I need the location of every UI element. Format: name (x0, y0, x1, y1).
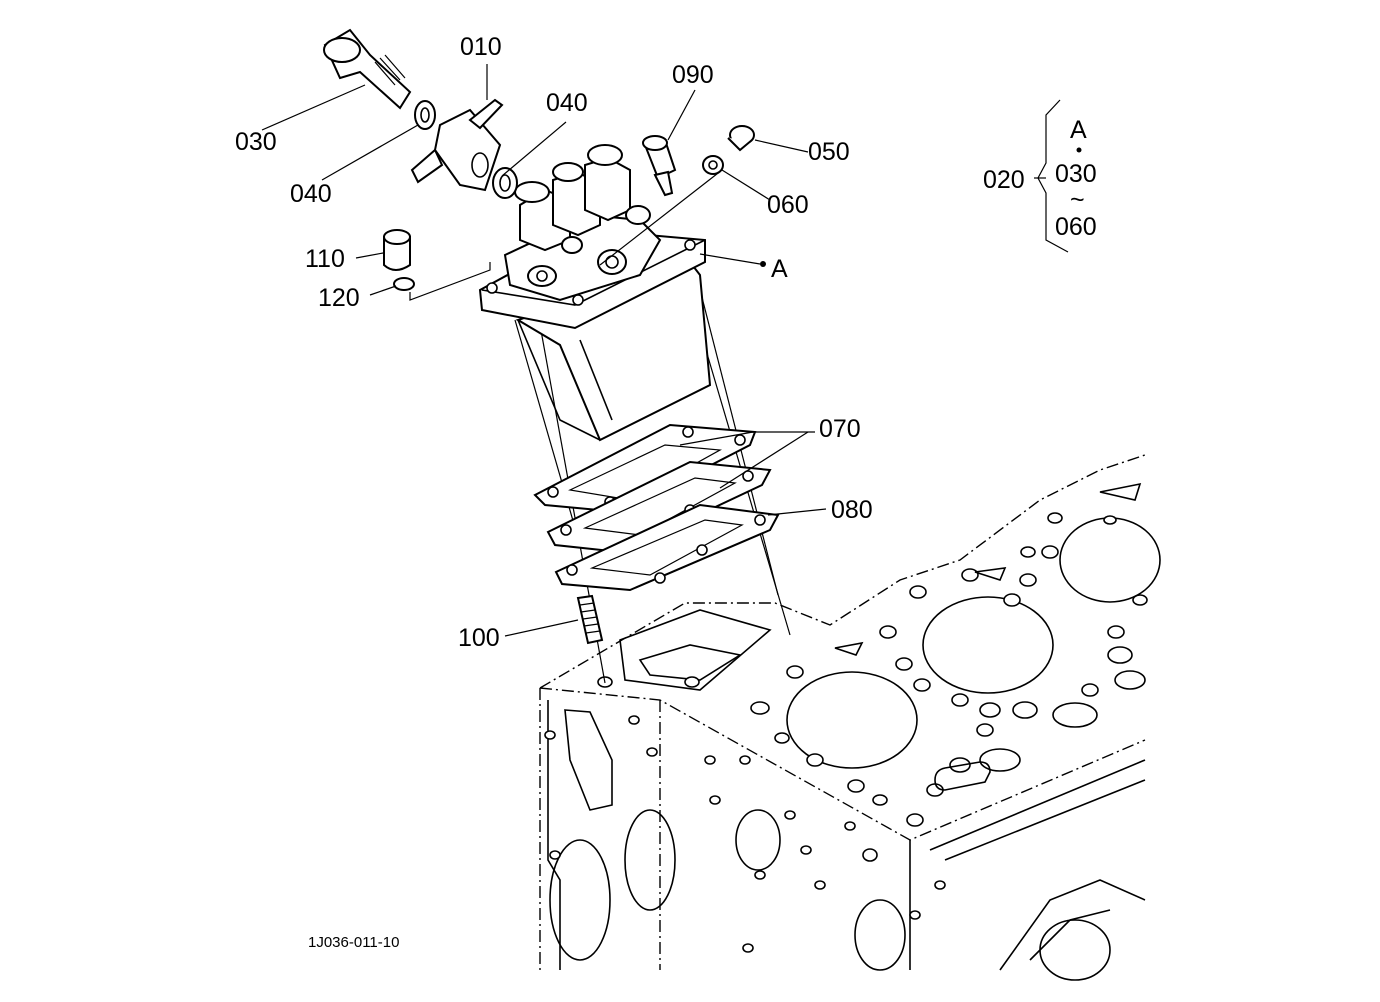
engine-block (539, 454, 1161, 981)
part-labels: 010 030 040 040 090 050 060 A 110 120 07… (235, 33, 1097, 951)
bracket-to: 060 (1055, 213, 1097, 241)
assembly-bracket-020 (1034, 99, 1082, 253)
injection-pump (478, 144, 712, 442)
banjo-bolt-030 (323, 28, 412, 110)
label-050: 050 (808, 138, 850, 166)
label-060: 060 (767, 191, 809, 219)
label-120: 120 (318, 284, 360, 312)
label-ref-a: A (771, 255, 788, 283)
collar-110 (383, 229, 411, 271)
label-070: 070 (819, 415, 861, 443)
label-020: 020 (983, 166, 1025, 194)
bracket-top-a: A (1070, 116, 1087, 144)
banjo-fitting-010 (410, 98, 504, 192)
label-100: 100 (458, 624, 500, 652)
label-080: 080 (831, 496, 873, 524)
bracket-from: 030 (1055, 160, 1097, 188)
drawing-code: 1J036-011-10 (308, 934, 399, 951)
washer-120 (393, 277, 415, 291)
label-040-lower: 040 (290, 180, 332, 208)
plug-050 (727, 125, 755, 152)
label-110: 110 (305, 245, 345, 273)
bleed-screw-090 (642, 135, 677, 197)
stud-100 (576, 594, 604, 645)
label-030: 030 (235, 128, 277, 156)
label-010: 010 (460, 33, 502, 61)
label-040-upper: 040 (546, 89, 588, 117)
gasket-080 (554, 503, 780, 592)
leader-lines (261, 64, 827, 637)
label-090: 090 (672, 61, 714, 89)
bracket-tilde: ~ (1070, 186, 1085, 214)
